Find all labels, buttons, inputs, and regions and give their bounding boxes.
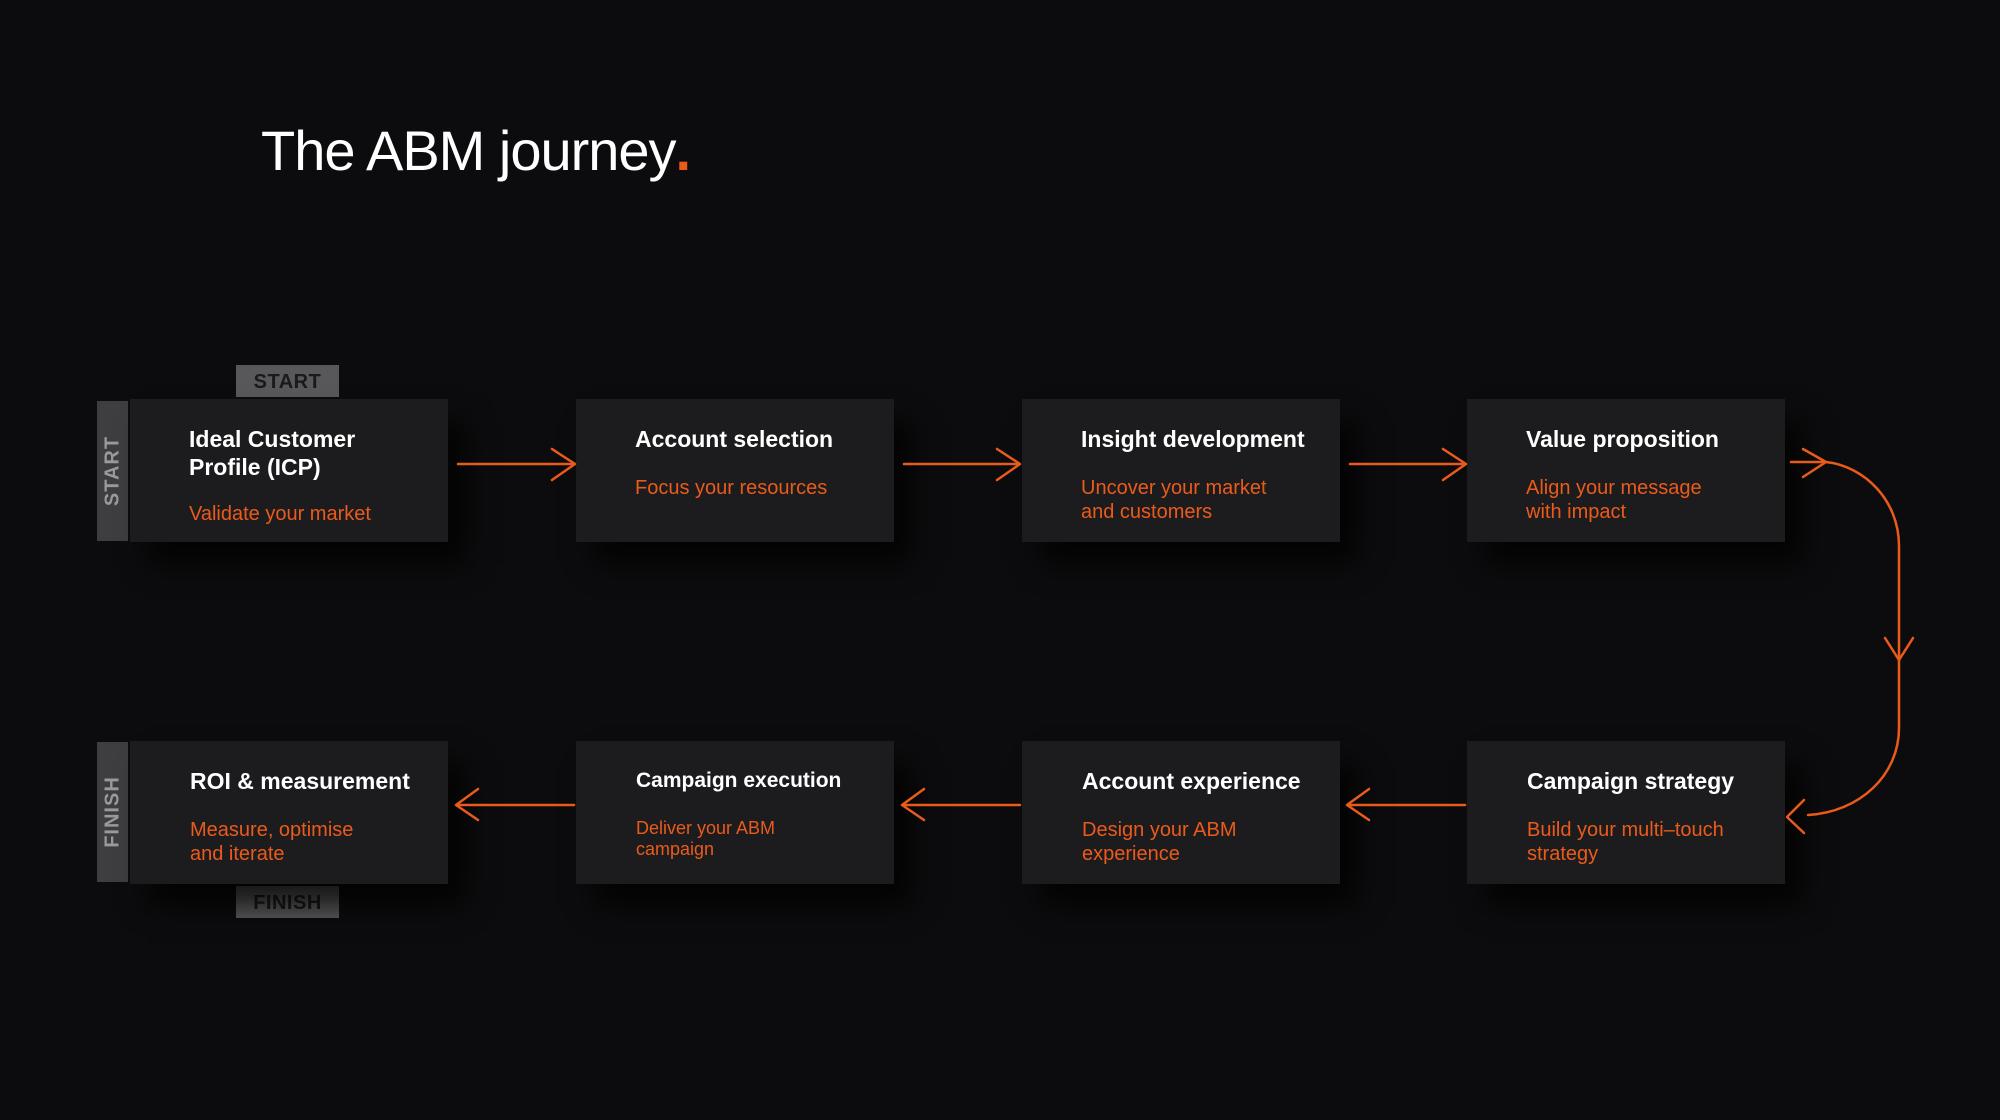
arrow-left-icon — [900, 787, 1022, 822]
step-card-campaign-strategy: Campaign strategy Build your multi–touch… — [1467, 741, 1785, 884]
arrow-right-icon — [456, 447, 577, 482]
step-title: ROI & measurement — [190, 768, 410, 794]
arrow-right-icon — [902, 447, 1022, 482]
step-card-value-proposition: Value proposition Align your message wit… — [1467, 399, 1785, 542]
step-subtitle: Validate your market — [189, 503, 371, 525]
step-card-account-selection: Account selection Focus your resources — [576, 399, 894, 542]
arrow-right-icon — [1348, 447, 1468, 482]
title-accent-dot: . — [675, 119, 692, 182]
step-card-insight-development: Insight development Uncover your market … — [1022, 399, 1340, 542]
arrow-left-icon — [454, 787, 576, 822]
page-title: The ABM journey. — [261, 119, 692, 182]
step-card-roi-measurement: ROI & measurement Measure, optimise and … — [130, 741, 448, 884]
step-title: Insight development — [1081, 426, 1305, 452]
step-title: Campaign strategy — [1527, 768, 1735, 794]
step-subtitle: Measure, optimise and iterate — [190, 819, 354, 865]
step-subtitle: Build your multi–touch strategy — [1527, 819, 1724, 865]
arrow-left-icon — [1345, 787, 1467, 822]
step-subtitle: Uncover your market and customers — [1081, 477, 1267, 523]
finish-side-tab: FINISH — [97, 742, 128, 882]
step-title: Ideal Customer Profile (ICP) — [189, 426, 356, 480]
finish-tag: FINISH — [236, 886, 339, 918]
step-card-icp: Ideal Customer Profile (ICP) Validate yo… — [130, 399, 448, 542]
step-title: Account selection — [635, 426, 834, 452]
step-subtitle: Align your message with impact — [1526, 477, 1702, 523]
step-title: Value proposition — [1526, 426, 1719, 452]
step-title: Account experience — [1082, 768, 1301, 794]
step-card-campaign-execution: Campaign execution Deliver your ABM camp… — [576, 741, 894, 884]
start-tag: START — [236, 365, 339, 397]
step-subtitle: Deliver your ABM campaign — [636, 818, 776, 859]
step-title: Campaign execution — [636, 769, 842, 792]
start-side-tab: START — [97, 401, 128, 541]
curve-connector — [1785, 447, 1915, 835]
step-subtitle: Design your ABM experience — [1082, 819, 1237, 865]
step-subtitle: Focus your resources — [635, 477, 828, 499]
step-card-account-experience: Account experience Design your ABM exper… — [1022, 741, 1340, 884]
